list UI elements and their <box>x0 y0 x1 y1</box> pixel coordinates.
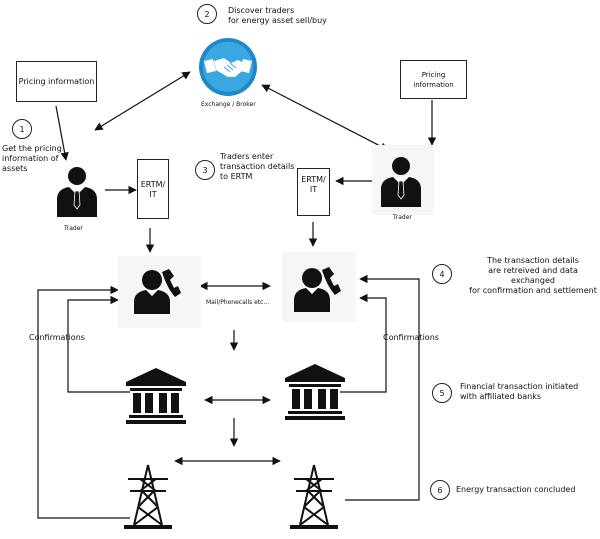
power-tower-right-icon <box>290 464 338 529</box>
loop-right-inner <box>340 293 387 393</box>
step-5-circle: 5 <box>432 383 452 403</box>
arrow-pricing-left <box>55 105 69 161</box>
ertm-box-right: ERTM/ IT <box>297 168 330 216</box>
step-1-text: Get the pricing information of assets <box>2 144 62 173</box>
step-6-circle: 6 <box>430 480 450 500</box>
loop-left-inner <box>67 295 130 393</box>
phone-call-left-icon <box>134 269 181 314</box>
bank-left-icon <box>126 368 186 424</box>
confirmations-left-label: Confirmations <box>29 333 85 342</box>
confirmations-right-label: Confirmations <box>383 333 439 342</box>
step-4-text: The transaction details are retreived an… <box>469 256 597 295</box>
pricing-info-box-right: Pricing information <box>400 60 467 99</box>
pricing-info-box-left: Pricing information <box>16 61 97 102</box>
trader-left-label: Trader <box>64 225 83 232</box>
step-3-circle: 3 <box>195 160 215 180</box>
loop-left-outer <box>37 285 130 519</box>
step-3-text: Traders enter transaction details to ERT… <box>220 152 295 181</box>
mail-label: Mail/Phonecalls etc... <box>206 299 270 306</box>
handshake-icon <box>199 38 257 96</box>
exchange-label: Exchange / Broker <box>201 101 256 108</box>
step-5-text: Financial transaction initiated with aff… <box>460 382 579 401</box>
step-2-text: Discover traders for energy asset sell/b… <box>228 6 327 25</box>
step-2-circle: 2 <box>197 4 217 24</box>
phone-call-right-icon <box>294 267 341 312</box>
step-4-circle: 4 <box>432 264 452 284</box>
trader-left-icon <box>57 167 97 217</box>
arrow-exchange-left <box>94 71 191 131</box>
trader-right-label: Trader <box>393 214 412 221</box>
step-1-circle: 1 <box>12 119 32 139</box>
step-6-text: Energy transaction concluded <box>456 485 576 494</box>
ertm-box-left: ERTM/ IT <box>137 159 169 219</box>
loop-right-outer <box>345 274 420 501</box>
arrow-exchange-right <box>261 84 389 151</box>
trader-right-icon <box>381 157 421 207</box>
power-tower-left-icon <box>124 464 172 529</box>
bank-right-icon <box>285 364 345 420</box>
